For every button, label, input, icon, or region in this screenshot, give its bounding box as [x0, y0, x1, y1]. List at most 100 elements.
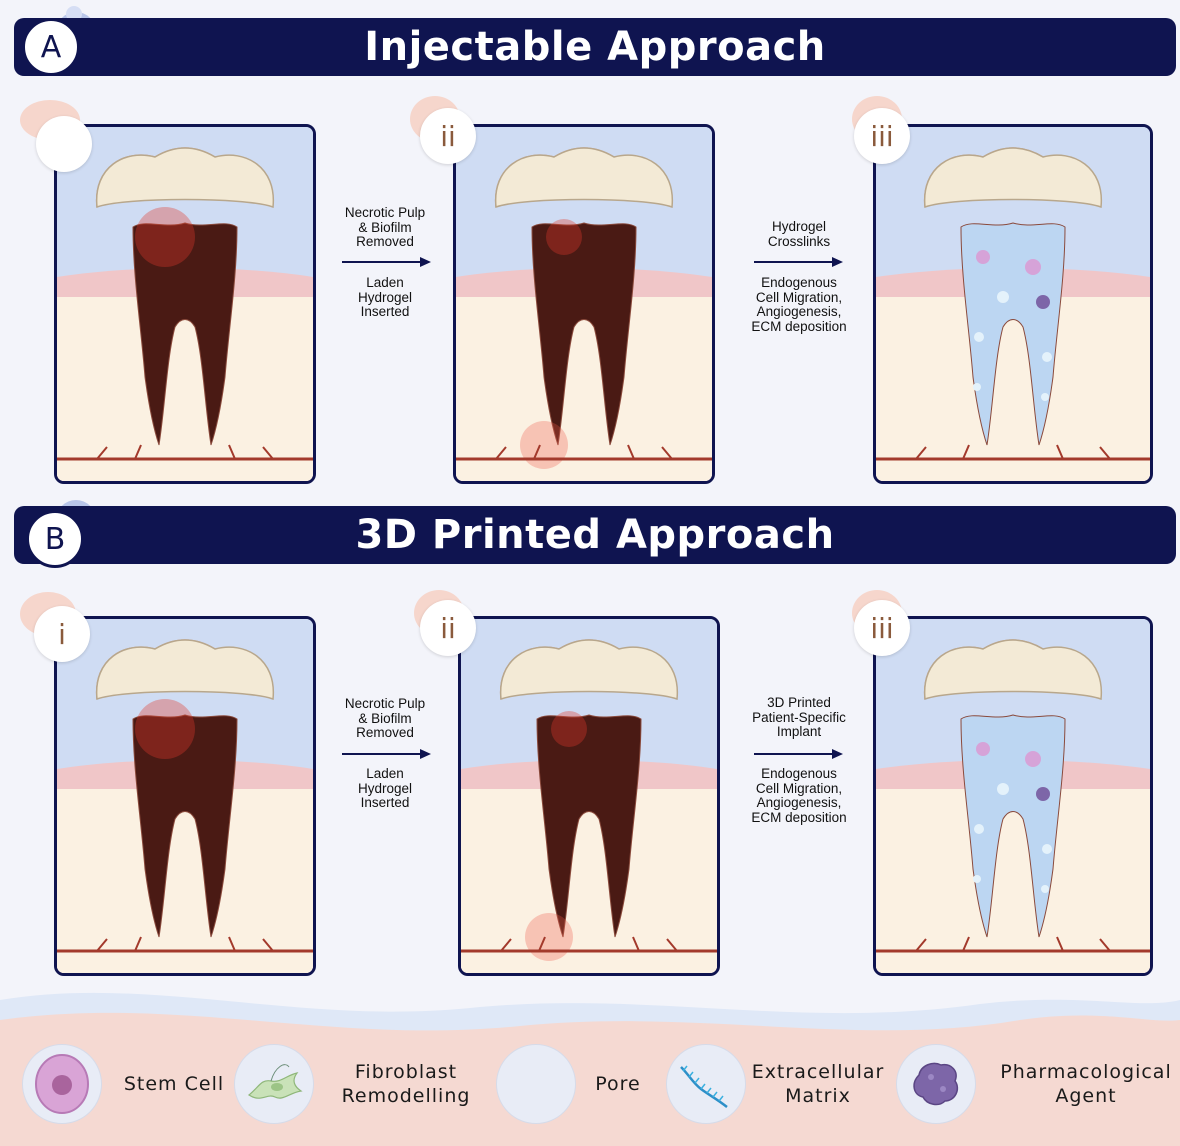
- text-line: Cell Migration,: [744, 782, 854, 797]
- text-line: & Biofilm: [330, 221, 440, 236]
- b-step2-bottom: Endogenous Cell Migration, Angiogenesis,…: [744, 767, 854, 825]
- b-step1-arrow: [342, 748, 432, 760]
- bone: [456, 297, 712, 481]
- panel-b-ii: [458, 616, 720, 976]
- b-step1-bottom: Laden Hydrogel Inserted: [330, 767, 440, 811]
- pore-icon: [496, 1044, 576, 1124]
- section-b-banner: 3D Printed Approach: [14, 506, 1176, 564]
- hydrogel-particle: [997, 783, 1009, 795]
- hydrogel-particle: [1042, 352, 1052, 362]
- text-line: Fibroblast: [326, 1060, 486, 1084]
- inflammation-glow: [546, 219, 582, 255]
- hydrogel-particle: [1025, 751, 1041, 767]
- panel-b-ii-badge: ii: [420, 600, 476, 656]
- text-line: Cell Migration,: [744, 291, 854, 306]
- text-line: Laden: [330, 276, 440, 291]
- hydrogel-particle: [973, 383, 981, 391]
- hydrogel-particle: [974, 824, 984, 834]
- text-line: ECM deposition: [744, 811, 854, 826]
- text-line: Agent: [996, 1084, 1176, 1108]
- text-line: Angiogenesis,: [744, 305, 854, 320]
- text-line: Crosslinks: [744, 235, 854, 250]
- text-line: Implant: [744, 725, 854, 740]
- text-line: Extracellular: [748, 1060, 888, 1084]
- hydrogel-particle: [976, 742, 990, 756]
- hydrogel-particle: [1041, 885, 1049, 893]
- hydrogel-particle: [1025, 259, 1041, 275]
- b-step2-arrow: [754, 748, 844, 760]
- legend-label-fibroblast: Fibroblast Remodelling: [326, 1060, 486, 1108]
- bone: [461, 789, 717, 973]
- panel-b-i: [54, 616, 316, 976]
- a-step2-top: Hydrogel Crosslinks: [744, 220, 854, 249]
- hydrogel-particle: [1036, 787, 1050, 801]
- text-line: Pore: [586, 1072, 650, 1096]
- legend-label-pore: Pore: [586, 1072, 650, 1096]
- text-line: Removed: [330, 726, 440, 741]
- text-line: Endogenous: [744, 276, 854, 291]
- pharmacological-agent-icon: [896, 1044, 976, 1124]
- text-line: Removed: [330, 235, 440, 250]
- panel-a-i: [54, 124, 316, 484]
- bone: [57, 789, 313, 973]
- legend-label-pharma: Pharmacological Agent: [996, 1060, 1176, 1108]
- text-line: Stem Cell: [114, 1072, 234, 1096]
- text-line: Hydrogel: [330, 782, 440, 797]
- b-step2-top: 3D Printed Patient-Specific Implant: [744, 696, 854, 740]
- inflammation-glow: [135, 699, 195, 759]
- panel-b-iii-badge: iii: [854, 600, 910, 656]
- text-line: Inserted: [330, 305, 440, 320]
- text-line: Remodelling: [326, 1084, 486, 1108]
- bone: [57, 297, 313, 481]
- text-line: Pharmacological: [996, 1060, 1176, 1084]
- panel-a-i-badge: [36, 116, 92, 172]
- text-line: Laden: [330, 767, 440, 782]
- inflammation-glow: [135, 207, 195, 267]
- text-line: Patient-Specific: [744, 711, 854, 726]
- text-line: 3D Printed: [744, 696, 854, 711]
- a-step2-bottom: Endogenous Cell Migration, Angiogenesis,…: [744, 276, 854, 334]
- panel-a-ii-badge: ii: [420, 108, 476, 164]
- section-a-title: Injectable Approach: [364, 24, 826, 70]
- a-step1-bottom: Laden Hydrogel Inserted: [330, 276, 440, 320]
- section-a-letter: A: [22, 18, 80, 76]
- a-step1-arrow: [342, 256, 432, 268]
- hydrogel-particle: [1036, 295, 1050, 309]
- legend-label-stem-cell: Stem Cell: [114, 1072, 234, 1096]
- text-line: & Biofilm: [330, 712, 440, 727]
- hydrogel-particle: [1042, 844, 1052, 854]
- extracellular-matrix-icon: [666, 1044, 746, 1124]
- stem-cell-icon: [22, 1044, 102, 1124]
- hydrogel-particle: [997, 291, 1009, 303]
- text-line: Angiogenesis,: [744, 796, 854, 811]
- text-line: Inserted: [330, 796, 440, 811]
- legend-label-ecm: Extracellular Matrix: [748, 1060, 888, 1108]
- text-line: Necrotic Pulp: [330, 206, 440, 221]
- bone: [876, 297, 1150, 481]
- text-line: Matrix: [748, 1084, 888, 1108]
- hydrogel-particle: [973, 875, 981, 883]
- panel-a-iii: [873, 124, 1153, 484]
- panel-b-i-badge: i: [34, 606, 90, 662]
- panel-a-iii-badge: iii: [854, 108, 910, 164]
- text-line: ECM deposition: [744, 320, 854, 335]
- section-b-letter: B: [26, 510, 84, 568]
- text-line: Necrotic Pulp: [330, 697, 440, 712]
- inflammation-glow: [551, 711, 587, 747]
- panel-a-ii: [453, 124, 715, 484]
- b-step1-top: Necrotic Pulp & Biofilm Removed: [330, 697, 440, 741]
- hydrogel-particle: [974, 332, 984, 342]
- text-line: Hydrogel: [744, 220, 854, 235]
- hydrogel-particle: [1041, 393, 1049, 401]
- apical-glow: [525, 913, 573, 961]
- section-a-banner: Injectable Approach: [14, 18, 1176, 76]
- bone: [876, 789, 1150, 973]
- fibroblast-icon: [234, 1044, 314, 1124]
- panel-b-iii: [873, 616, 1153, 976]
- hydrogel-particle: [976, 250, 990, 264]
- section-b-title: 3D Printed Approach: [355, 512, 834, 558]
- a-step2-arrow: [754, 256, 844, 268]
- apical-glow: [520, 421, 568, 469]
- text-line: Hydrogel: [330, 291, 440, 306]
- text-line: Endogenous: [744, 767, 854, 782]
